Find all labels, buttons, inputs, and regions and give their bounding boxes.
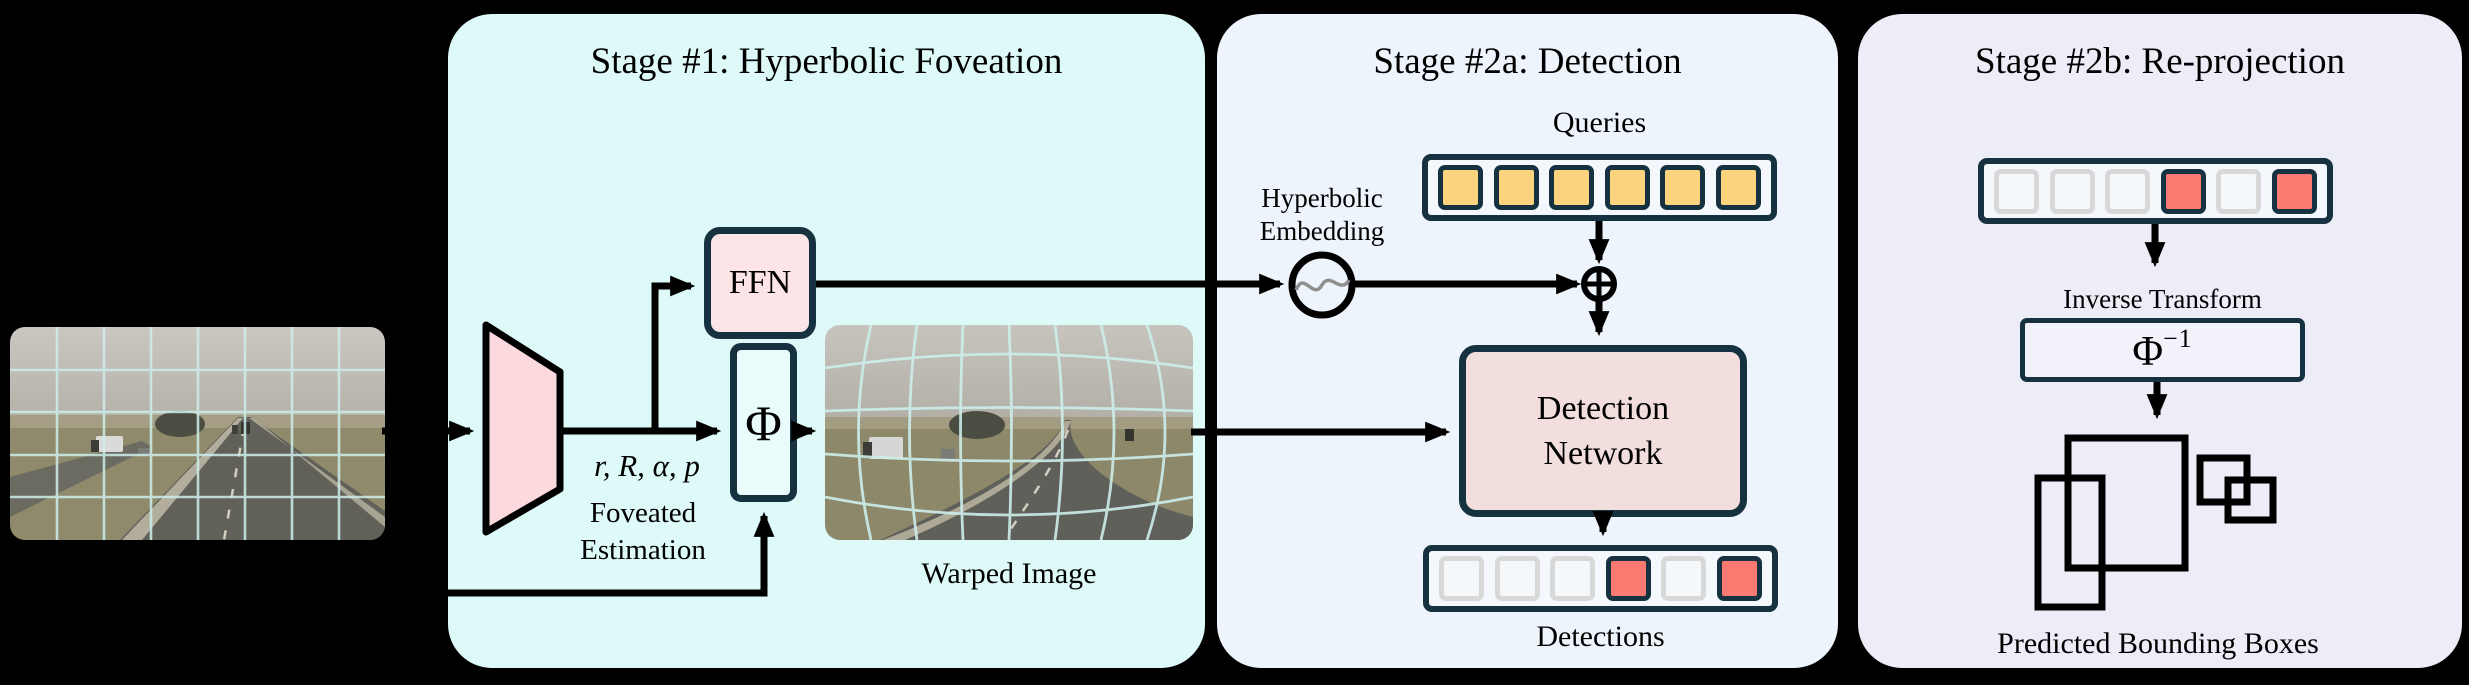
hyperbolic-line: Hyperbolic [1261, 183, 1383, 213]
stage1-title: Stage #1: Hyperbolic Foveation [590, 41, 1063, 82]
query-token [1438, 165, 1484, 210]
warped-image [825, 325, 1193, 540]
ffn-label: FFN [728, 264, 792, 301]
query-token [1715, 165, 1761, 210]
inverse-phi-symbol: Φ−1 [2132, 324, 2193, 375]
query-token [1660, 165, 1706, 210]
detection-line: Detection [1536, 390, 1670, 427]
detection-token [1605, 556, 1651, 601]
inverse-phi-box: Φ−1 [2020, 318, 2305, 382]
query-token [1549, 165, 1595, 210]
empty-token [1994, 168, 2040, 214]
detection-network-box: Detection Network [1459, 345, 1747, 517]
detection-token [1716, 556, 1762, 601]
detections-row [1423, 545, 1778, 612]
empty-token [2216, 168, 2262, 214]
empty-token [2105, 168, 2151, 214]
query-token [1493, 165, 1539, 210]
predicted-bboxes-caption: Predicted Bounding Boxes [1997, 627, 2319, 660]
inverse-exponent: −1 [2163, 324, 2193, 353]
reprojection-tokens-row [1978, 158, 2333, 224]
input-road-image-art [10, 327, 385, 540]
params-label: r, R, α, p [594, 448, 700, 483]
detection-token [2160, 168, 2206, 214]
ffn-box: FFN [704, 227, 816, 339]
hyperbolic-embedding-label: Hyperbolic Embedding [1232, 182, 1412, 248]
phi-box: Φ [730, 343, 797, 502]
detections-label: Detections [1536, 620, 1665, 653]
detection-token [2271, 168, 2317, 214]
stage2b-title: Stage #2b: Re-projection [1975, 41, 2345, 82]
regular-grid-overlay [10, 327, 385, 540]
query-token [1604, 165, 1650, 210]
empty-token [1439, 556, 1485, 601]
estimation-line: Estimation [580, 534, 706, 566]
inverse-transform-label: Inverse Transform [2063, 284, 2262, 314]
stage2a-title: Stage #2a: Detection [1373, 41, 1682, 82]
input-road-image [10, 327, 385, 540]
empty-token [2049, 168, 2095, 214]
warped-grid-overlay [825, 325, 1193, 540]
network-line: Network [1543, 435, 1663, 472]
warped-image-caption: Warped Image [921, 557, 1097, 590]
embedding-line: Embedding [1259, 216, 1385, 246]
queries-label: Queries [1552, 106, 1647, 139]
foveated-line: Foveated [589, 497, 697, 529]
warped-image-art [825, 325, 1193, 540]
queries-row [1422, 154, 1777, 221]
empty-token [1494, 556, 1540, 601]
phi-label: Φ [745, 394, 782, 451]
empty-token [1661, 556, 1707, 601]
empty-token [1550, 556, 1596, 601]
foveated-estimation-label: Foveated Estimation [548, 495, 738, 569]
